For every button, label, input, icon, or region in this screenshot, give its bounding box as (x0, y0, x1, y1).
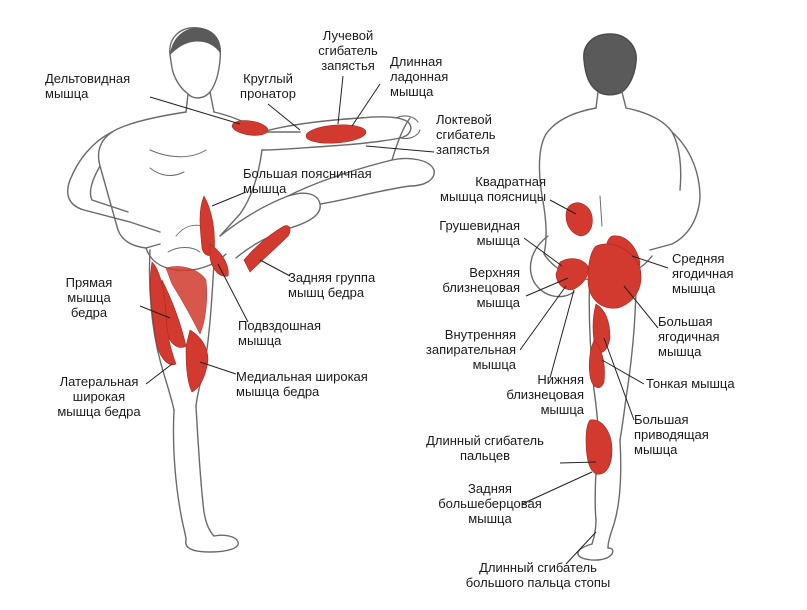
leader-gemellus-inf (549, 289, 575, 379)
leader-flexor-digitorum (559, 461, 597, 464)
front-raised-foot (391, 117, 411, 161)
back-right-arm (649, 131, 701, 251)
quadratus-lumborum-muscle (565, 202, 593, 237)
leader-tibialis (521, 471, 593, 505)
leader-adductor (603, 337, 635, 421)
leader-piriformis (523, 237, 563, 267)
leader-obturator (519, 285, 567, 351)
leader-flexor-radialis (337, 75, 344, 125)
deltoid-muscle (231, 120, 269, 136)
leader-gluteus-max (623, 285, 659, 329)
front-right-arm (261, 116, 412, 151)
label-obturator-internus: Внутренняя запирательная мышца (425, 327, 516, 372)
front-standing-shin (172, 405, 215, 541)
leader-lines (139, 75, 669, 565)
label-palmaris-longus: Длинная ладонная мышца (390, 54, 449, 99)
forearm-flexors-muscle (305, 124, 367, 144)
back-torso (538, 107, 682, 255)
adductor-magnus-muscle (592, 303, 611, 353)
label-piriformis: Грушевидная мышца (439, 218, 520, 248)
back-spine (599, 195, 603, 227)
label-iliacus: Подвздошная мышца (238, 318, 322, 348)
label-deltoid: Дельтовидная мышца (45, 71, 131, 101)
label-quadratus-lumborum: Квадратная мышца поясницы (440, 174, 547, 204)
label-gluteus-maximus: Большая ягодичная мышца (658, 314, 720, 359)
label-flexor-hallucis-longus: Длинный сгибатель большого пальца стопы (465, 560, 611, 590)
front-raised-shin (287, 157, 435, 205)
back-neck (595, 91, 627, 109)
piriformis-muscle (555, 258, 589, 291)
leader-gracilis (601, 359, 645, 385)
vastus-lateralis-muscle (150, 261, 177, 366)
label-flexor-digitorum-longus: Длинный сгибатель пальцев (426, 433, 544, 463)
back-muscles (555, 202, 642, 475)
label-pronator-teres: Круглый пронатор (240, 71, 296, 101)
leader-iliacus (217, 263, 249, 323)
label-gemellus-inferior: Нижняя близнецовая мышца (506, 372, 584, 417)
leader-deltoid (149, 96, 241, 125)
lower-leg-muscle (585, 419, 613, 475)
gluteus-maximus-muscle (587, 243, 642, 309)
leader-vastus-med (199, 361, 237, 375)
label-flexor-carpi-ulnaris: Локтевой сгибатель запястья (436, 112, 496, 157)
thigh-upper-muscle (165, 266, 208, 335)
iliacus-muscle (209, 243, 229, 277)
label-gracilis: Тонкая мышца (646, 376, 735, 391)
leader-psoas (211, 191, 247, 207)
front-hair (170, 27, 222, 55)
front-chest (149, 149, 207, 176)
front-neck (185, 91, 215, 113)
front-standing-foot (185, 534, 239, 553)
gracilis-muscle (588, 339, 605, 388)
label-gemellus-superior: Верхняя близнецовая мышца (442, 265, 520, 310)
label-psoas-major: Большая поясничная мышца (243, 166, 372, 196)
hamstrings-muscle (243, 225, 291, 273)
label-vastus-medialis: Медиальная широкая мышца бедра (236, 369, 368, 399)
label-flexor-carpi-radialis: Лучевой сгибатель запястья (318, 28, 378, 73)
leader-gluteus-med (631, 255, 669, 269)
leader-palmaris (351, 83, 381, 127)
label-gluteus-medius: Средняя ягодичная мышца (672, 251, 734, 296)
leader-vastus-lat (145, 363, 173, 385)
leader-hamstrings (259, 259, 291, 277)
leader-pronator (267, 103, 301, 131)
leader-flexor-hallucis (565, 531, 597, 565)
label-tibialis-posterior: Задняя большеберцовая мышца (438, 481, 542, 526)
front-figure (66, 27, 435, 553)
leader-rectus (139, 305, 171, 319)
front-hand (395, 115, 421, 140)
label-hamstrings: Задняя группа мышц бедра (288, 270, 376, 300)
psoas-muscle (199, 195, 215, 256)
leader-flexor-ulnaris (365, 145, 435, 153)
label-adductor-magnus: Большая приводящая мышца (634, 412, 709, 457)
front-left-arm (66, 131, 161, 233)
label-rectus-femoris: Прямая мышца бедра (65, 275, 113, 320)
leader-gemellus-sup (525, 277, 569, 297)
back-head (583, 33, 637, 96)
leader-quadratus (549, 199, 577, 215)
front-muscles (150, 120, 367, 393)
label-vastus-lateralis: Латеральная широкая мышца бедра (57, 374, 141, 419)
vastus-medialis-muscle (185, 329, 209, 393)
